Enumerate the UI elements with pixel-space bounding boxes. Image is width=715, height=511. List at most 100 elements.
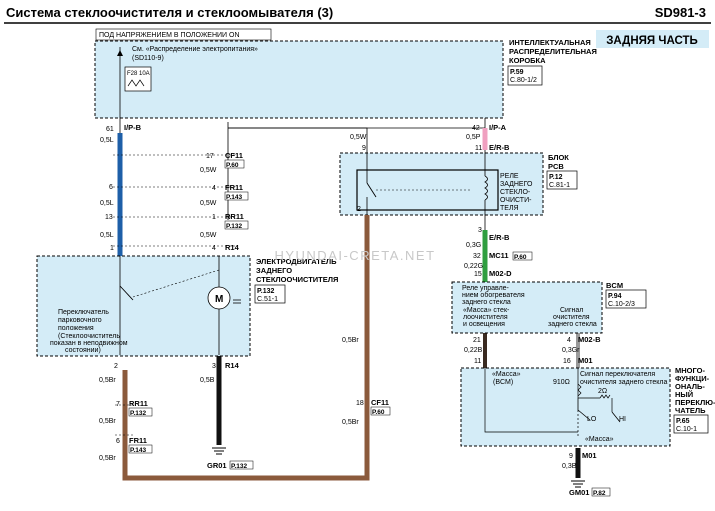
ground-gm01-icon	[571, 480, 585, 488]
conn-mc11-ref: P.60	[514, 254, 527, 261]
multi-r910: 910Ω	[553, 379, 570, 386]
conn-m01a: M01	[578, 356, 593, 365]
multi-line3: ОНАЛЬ-	[675, 382, 705, 391]
fuse-label: F28 10A	[127, 71, 150, 77]
pin-16: 16	[563, 358, 571, 365]
multi-signal-1: Сигнал переключателя	[580, 371, 655, 378]
relay-contact-icon	[366, 182, 377, 198]
rear-label: ЗАДНЯЯ ЧАСТЬ	[606, 35, 698, 47]
conn-rr11-ref: P.132	[226, 223, 243, 230]
multi-mass-bcm-1: «Масса»	[492, 371, 521, 378]
wire-05br-2: 0,5Br	[342, 419, 359, 426]
pcb-line2: PCB	[548, 162, 564, 171]
wire-05br-5: 0,5Br	[99, 455, 116, 462]
wire-05l-3: 0,5L	[100, 232, 114, 239]
conn-cf11-b-ref-box	[370, 406, 391, 416]
power-note1: См. «Распределение электропитания»	[132, 46, 258, 53]
pcb-ref1: P.12	[549, 174, 563, 181]
conn-gm01: GM01	[569, 488, 589, 497]
ijb-ref-box	[507, 65, 543, 86]
wire-03g: 0,3G	[466, 242, 481, 249]
multi-hi: HI	[619, 416, 626, 423]
pin-2a: 2	[357, 206, 361, 213]
wire-05br-4: 0,5Br	[99, 418, 116, 425]
motor-line2: ЗАДНЕГО	[256, 266, 292, 275]
connector-separators	[113, 154, 235, 436]
conn-mc11-ref-box	[512, 251, 533, 261]
pcb-ref-box	[546, 170, 578, 190]
multi-bcm-ground-line	[484, 368, 578, 433]
wire-05l-1: 0,5L	[100, 137, 114, 144]
wire-05p: 0,5P	[466, 134, 481, 141]
conn-r14-top: R14	[225, 243, 240, 252]
fuse-box	[124, 66, 152, 92]
pin-4a: 4	[212, 185, 216, 192]
switch-text-5: показан в неподвижном	[50, 340, 128, 347]
switch-text-1: Переключатель	[58, 309, 109, 316]
wire-03gr: 0,3Gr	[562, 347, 580, 354]
ground-gr01-icon	[212, 447, 226, 455]
multi-mass-bcm-2: (BCM)	[493, 379, 513, 386]
power-arrow-icon	[117, 50, 123, 56]
ijb-box	[94, 40, 504, 119]
power-note2: (SD110-9)	[132, 55, 164, 62]
fuse-icon	[127, 79, 145, 87]
conn-m01b: M01	[582, 451, 597, 460]
multi-ref2: С.10-1	[676, 426, 697, 433]
bcm-relay-2: ниeм обогревателя	[462, 291, 525, 299]
wire-05br-1: 0,5Br	[342, 337, 359, 344]
conn-r14-bot: R14	[225, 361, 240, 370]
bcm-relay-1: Реле управле-	[462, 285, 510, 292]
bcm-ref2: С.10-2/3	[608, 301, 635, 308]
pin-4c: 4	[567, 337, 571, 344]
wire-05w-3: 0,5W	[200, 232, 217, 239]
bcm-relay-3: заднего стекла	[462, 299, 511, 306]
conn-rr11-b-ref: P.132	[130, 410, 147, 417]
pin-1: 1	[110, 245, 114, 252]
conn-fr11: FR11	[225, 183, 243, 192]
diagram-code: SD981-3	[655, 5, 706, 20]
power-tag: ПОД НАПРЯЖЕНИЕМ В ПОЛОЖЕНИИ ON	[99, 32, 240, 39]
pcb-relay-frame	[356, 169, 499, 211]
rear-label-bg	[596, 30, 709, 48]
wire-03b: 0,3B	[562, 463, 577, 470]
bcm-signal-3: заднего стекла	[548, 321, 597, 328]
conn-rr11: RR11	[225, 212, 244, 221]
pcb-relay-1: РЕЛЕ	[500, 173, 519, 180]
conn-gr01: GR01	[207, 461, 227, 470]
pcb-ref2: С.81-1	[549, 182, 570, 189]
multi-ref-box	[673, 414, 709, 434]
watermark: HYUNDAI-CRETA.NET	[274, 248, 435, 263]
wire-05br-3: 0,5Br	[99, 377, 116, 384]
pcb-relay-5: ТЕЛЯ	[500, 205, 519, 212]
wire-05l-2: 0,5L	[100, 200, 114, 207]
pcb-box	[339, 152, 544, 216]
pin-32: 32	[473, 253, 481, 260]
pcb-relay-3: СТЕКЛО-	[500, 189, 531, 196]
conn-m02d: M02-D	[489, 269, 512, 278]
pin-61: 61	[106, 126, 114, 133]
motor-line1: ЭЛЕКТРОДВИГАТЕЛЬ	[256, 257, 337, 266]
bcm-signal-1: Сигнал	[560, 307, 583, 314]
switch-text-2: парковочного	[58, 317, 102, 324]
ijb-ref1: P.59	[510, 69, 524, 76]
conn-mc11: MC11	[489, 251, 509, 260]
wire-05w-top: 0,5W	[350, 134, 367, 141]
motor-ref1: P.132	[257, 288, 274, 295]
multi-box	[460, 367, 671, 447]
conn-ipa: I/P-A	[489, 123, 507, 132]
conn-cf11: CF11	[225, 151, 243, 160]
switch-text-3: положения	[58, 325, 94, 332]
conn-fr11-b: FR11	[129, 436, 147, 445]
multi-line1: МНОГО-	[675, 366, 705, 375]
wire-05b-1: 0,5B	[200, 377, 215, 384]
conn-cf11-b: CF11	[371, 398, 389, 407]
pin-6b: 6	[116, 438, 120, 445]
conn-cf11-b-ref: P.60	[372, 409, 385, 416]
bcm-mass-1: «Масса» стек-	[463, 307, 510, 314]
conn-fr11-b-ref-box	[128, 444, 153, 454]
conn-erb-top: E/R-B	[489, 143, 510, 152]
bcm-box	[451, 281, 603, 334]
power-tag-box	[95, 28, 272, 41]
